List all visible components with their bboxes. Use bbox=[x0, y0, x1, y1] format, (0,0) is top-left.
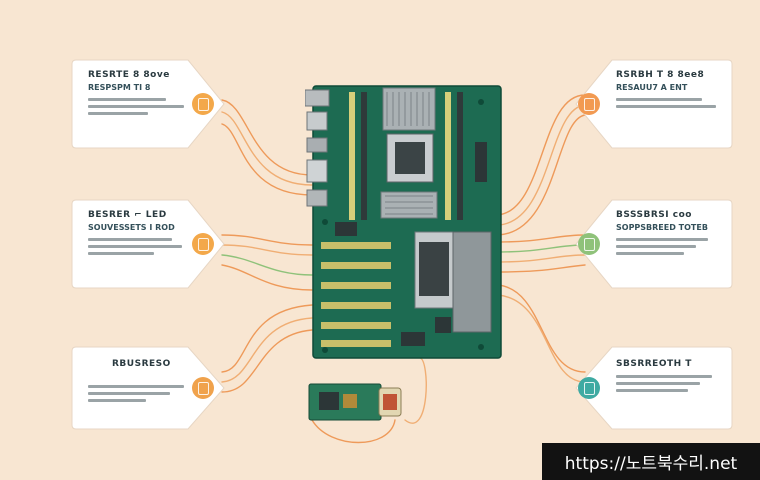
circuit-icon bbox=[578, 93, 600, 115]
site-watermark: https://노트북수리.net bbox=[542, 443, 760, 480]
callout-subtitle: RESAUU7 A ENT bbox=[616, 83, 688, 92]
callout-subtitle: RESPSPM TI 8 bbox=[88, 83, 151, 92]
callout-title: RBUSRESO bbox=[112, 359, 171, 369]
callout-title: RESRTE 8 8ove bbox=[88, 70, 170, 80]
callout-title: SBSRREOTH T bbox=[616, 359, 692, 369]
callout-bottom-right: SBSRREOTH T bbox=[572, 345, 734, 431]
motherboard bbox=[305, 85, 502, 359]
callout-subtitle: SOUVESSETS I ROD bbox=[88, 223, 175, 232]
callout-top-right: RSRBH T 8 8ee8 RESAUU7 A ENT bbox=[572, 58, 734, 150]
callout-title: BSSSBRSI coo bbox=[616, 210, 692, 220]
callout-subtitle: SOPPSBREED TOTEB bbox=[616, 223, 708, 232]
chip-icon bbox=[578, 377, 600, 399]
callout-top-left: RESRTE 8 8ove RESPSPM TI 8 bbox=[70, 58, 226, 150]
circuit-icon bbox=[192, 377, 214, 399]
callout-title: BESRER ⌐ LED bbox=[88, 210, 167, 220]
circuit-icon bbox=[192, 233, 214, 255]
callout-bottom-left: RBUSRESO bbox=[70, 345, 226, 431]
memory-icon bbox=[578, 233, 600, 255]
callout-title: RSRBH T 8 8ee8 bbox=[616, 70, 705, 80]
callout-mid-left: BESRER ⌐ LED SOUVESSETS I ROD bbox=[70, 198, 226, 290]
expansion-module bbox=[308, 383, 402, 421]
circuit-icon bbox=[192, 93, 214, 115]
callout-mid-right: BSSSBRSI coo SOPPSBREED TOTEB bbox=[572, 198, 734, 290]
